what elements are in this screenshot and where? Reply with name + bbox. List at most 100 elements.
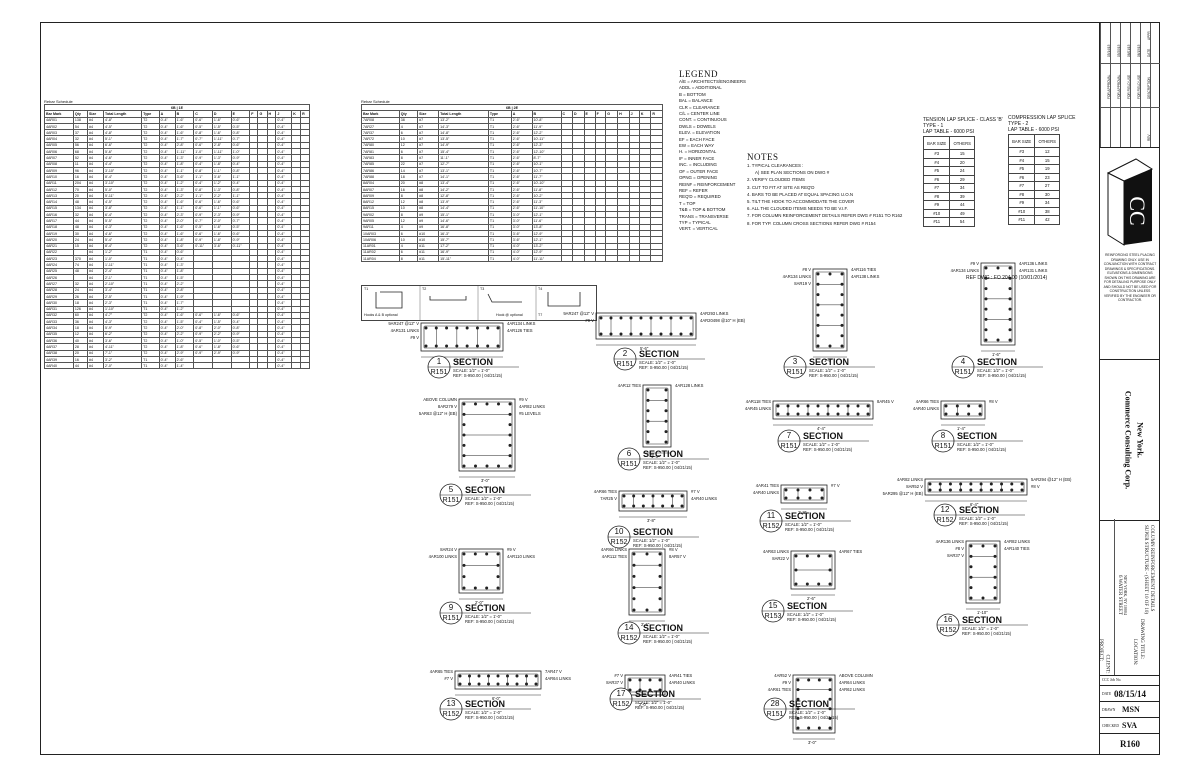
- note-item: 2. VERIFY CLOUDED ITEMS: [747, 177, 805, 183]
- rebar-dot: [984, 287, 988, 291]
- section-number: 1: [436, 357, 442, 366]
- rebar-dot: [817, 678, 821, 682]
- rebar-dot: [807, 678, 811, 682]
- section-scale: SCALE: 1/2" = 1'-0": [957, 442, 994, 447]
- section-number: 14: [624, 623, 634, 632]
- table-cell: 36: [72, 318, 89, 326]
- rebar-dot: [967, 412, 971, 416]
- table-cell: [249, 330, 259, 339]
- rebar-dot: [840, 344, 844, 348]
- note-item: 6. ALL THE CLOUDED ITEMS NEEDS TO BE V.I…: [747, 206, 848, 212]
- rebar-dot: [508, 423, 512, 427]
- rebar-callout: 5AR294 @12" H (EB): [1031, 477, 1072, 482]
- table-cell: T1: [141, 299, 160, 307]
- table-cell: [257, 336, 268, 345]
- rebar-callout: 4AR140 TIES: [1004, 546, 1030, 551]
- legend-item: EF = EACH FACE: [679, 136, 715, 142]
- table-cell: T2: [141, 349, 160, 357]
- rebar-dot: [836, 404, 840, 408]
- table-cell: 0'-4": [158, 116, 176, 124]
- section-title: SECTION: [465, 699, 506, 709]
- rebar-dot: [424, 344, 428, 348]
- company-logo: CC: [1104, 153, 1156, 249]
- rebar-callout: 8AR19 V: [794, 281, 811, 286]
- table-cell: 0'-4": [158, 280, 176, 288]
- rebar-callout: 8AR45 V: [877, 399, 894, 404]
- table-cell: [650, 255, 663, 263]
- section-12-tie: [927, 481, 1025, 493]
- dimension-label: 5'-6": [640, 346, 649, 351]
- rebar-dot: [828, 582, 832, 586]
- rebar-dot: [840, 272, 844, 276]
- lap-cell: 54: [949, 217, 975, 227]
- rebar-dot: [981, 544, 985, 548]
- revision-divider: [1110, 23, 1111, 147]
- table-cell: [249, 336, 259, 345]
- rebar-dot: [458, 674, 462, 678]
- section-sheet-ref: R151: [442, 615, 460, 622]
- rebar-dot: [508, 464, 512, 468]
- table-cell: 0'-4": [158, 318, 176, 326]
- table-cell: 0'-4": [158, 355, 176, 364]
- table-cell: T2: [141, 318, 160, 326]
- table-cell: [257, 311, 268, 320]
- lap-header: OTHERS: [1034, 134, 1060, 148]
- table-cell: [249, 324, 259, 332]
- section-7-outline: [772, 400, 874, 420]
- table-cell: 0'-4": [275, 292, 293, 301]
- table-cell: [300, 116, 310, 124]
- table-cell: T2: [141, 324, 160, 332]
- rebar-dot: [796, 726, 800, 730]
- rebar-dot: [485, 552, 489, 556]
- rebar-dot: [646, 430, 650, 434]
- dimension-label: 3'-8": [647, 518, 656, 523]
- note-item: 4. BARS TO BE PLACED AT EQUAL SPACING U.…: [747, 191, 854, 197]
- table-cell: 0'-4": [275, 261, 293, 269]
- rebar-dot: [424, 326, 428, 330]
- rebar-callout: 4AR134 LINKS: [950, 268, 979, 273]
- rebar-dot: [473, 552, 477, 556]
- rebar-dot: [969, 544, 973, 548]
- rebar-dot: [796, 697, 800, 701]
- rebar-dot: [646, 388, 650, 392]
- table-cell: [249, 299, 259, 307]
- table-cell: 0'-4": [275, 336, 293, 345]
- rebar-dot: [658, 574, 662, 578]
- rebar-dot: [816, 293, 820, 297]
- revision-divider: [1100, 23, 1101, 147]
- table-cell: [300, 267, 310, 276]
- drawing-title-label: DRAWING TITLE:: [1139, 619, 1144, 660]
- bar-shapes-diagram: [375, 286, 581, 320]
- table-cell: T1: [141, 273, 160, 282]
- rebar-dot: [807, 726, 811, 730]
- section-ref-note: REF: S-950.00 ( 04/21/15): [789, 715, 839, 720]
- section-title: SECTION: [465, 603, 506, 613]
- section-2-outline: [595, 312, 697, 340]
- section-title: SECTION: [453, 357, 494, 367]
- rebar-dot: [658, 688, 662, 692]
- legend-item: A/E = ARCHITECTS/ENGINEERS: [679, 79, 746, 84]
- table-cell: T1: [141, 280, 160, 288]
- table-cell: [605, 255, 619, 263]
- section-title: SECTION: [957, 431, 998, 441]
- rebar-dot: [856, 412, 860, 416]
- table-cell: T1: [141, 267, 160, 276]
- rebar-dot: [473, 586, 477, 590]
- table-cell: [249, 267, 259, 276]
- rebar-callout: 4AR128 LINKS: [675, 383, 704, 388]
- section-3-tie: [815, 271, 845, 349]
- section-8-tie: [943, 403, 983, 417]
- rebar-dot: [689, 316, 693, 320]
- table-cell: 0'-4": [158, 362, 176, 370]
